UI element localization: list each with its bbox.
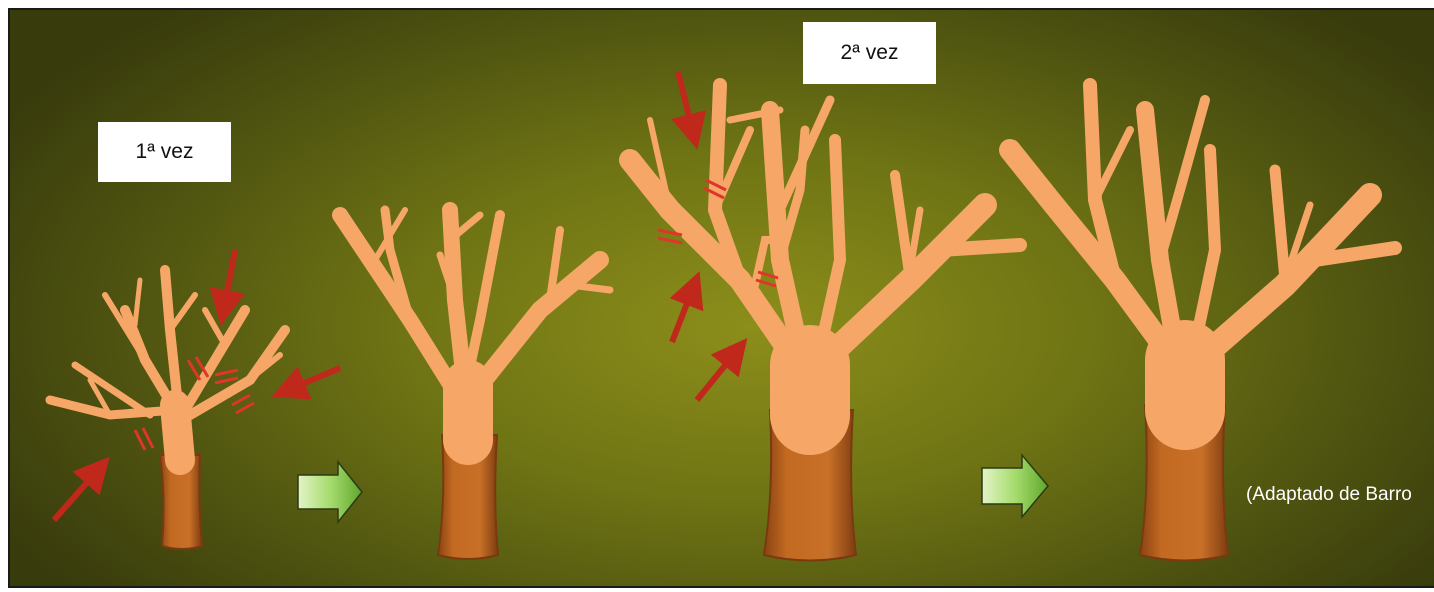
arrow-red-down-1: [224, 250, 235, 308]
arrow-red-down-2: [678, 72, 693, 132]
tree-2-branches: [340, 210, 610, 440]
source-credit: (Adaptado de Barro: [1246, 484, 1412, 506]
second-time-label: 2ª vez: [803, 22, 936, 84]
tree-2-after-first-pruning: [340, 210, 610, 559]
tree-4-branches: [1010, 85, 1395, 410]
tree-1-branches: [50, 270, 285, 460]
tree-1-before-first-pruning: [50, 270, 285, 549]
diagram-frame: 1ª vez 2ª vez (Adaptado de Barro: [8, 8, 1434, 588]
arrow-red-up-2: [672, 288, 693, 342]
arrow-red-up-3: [697, 352, 736, 400]
step-arrow-2: [982, 455, 1048, 517]
tree-3-branches: [630, 85, 1020, 415]
first-time-label: 1ª vez: [98, 122, 231, 182]
step-arrow-1: [298, 462, 362, 522]
arrow-red-left-1: [288, 368, 340, 390]
tree-3-before-second-pruning: [630, 85, 1020, 561]
arrow-red-up-1: [54, 470, 98, 520]
pruning-scene: [10, 10, 1434, 588]
